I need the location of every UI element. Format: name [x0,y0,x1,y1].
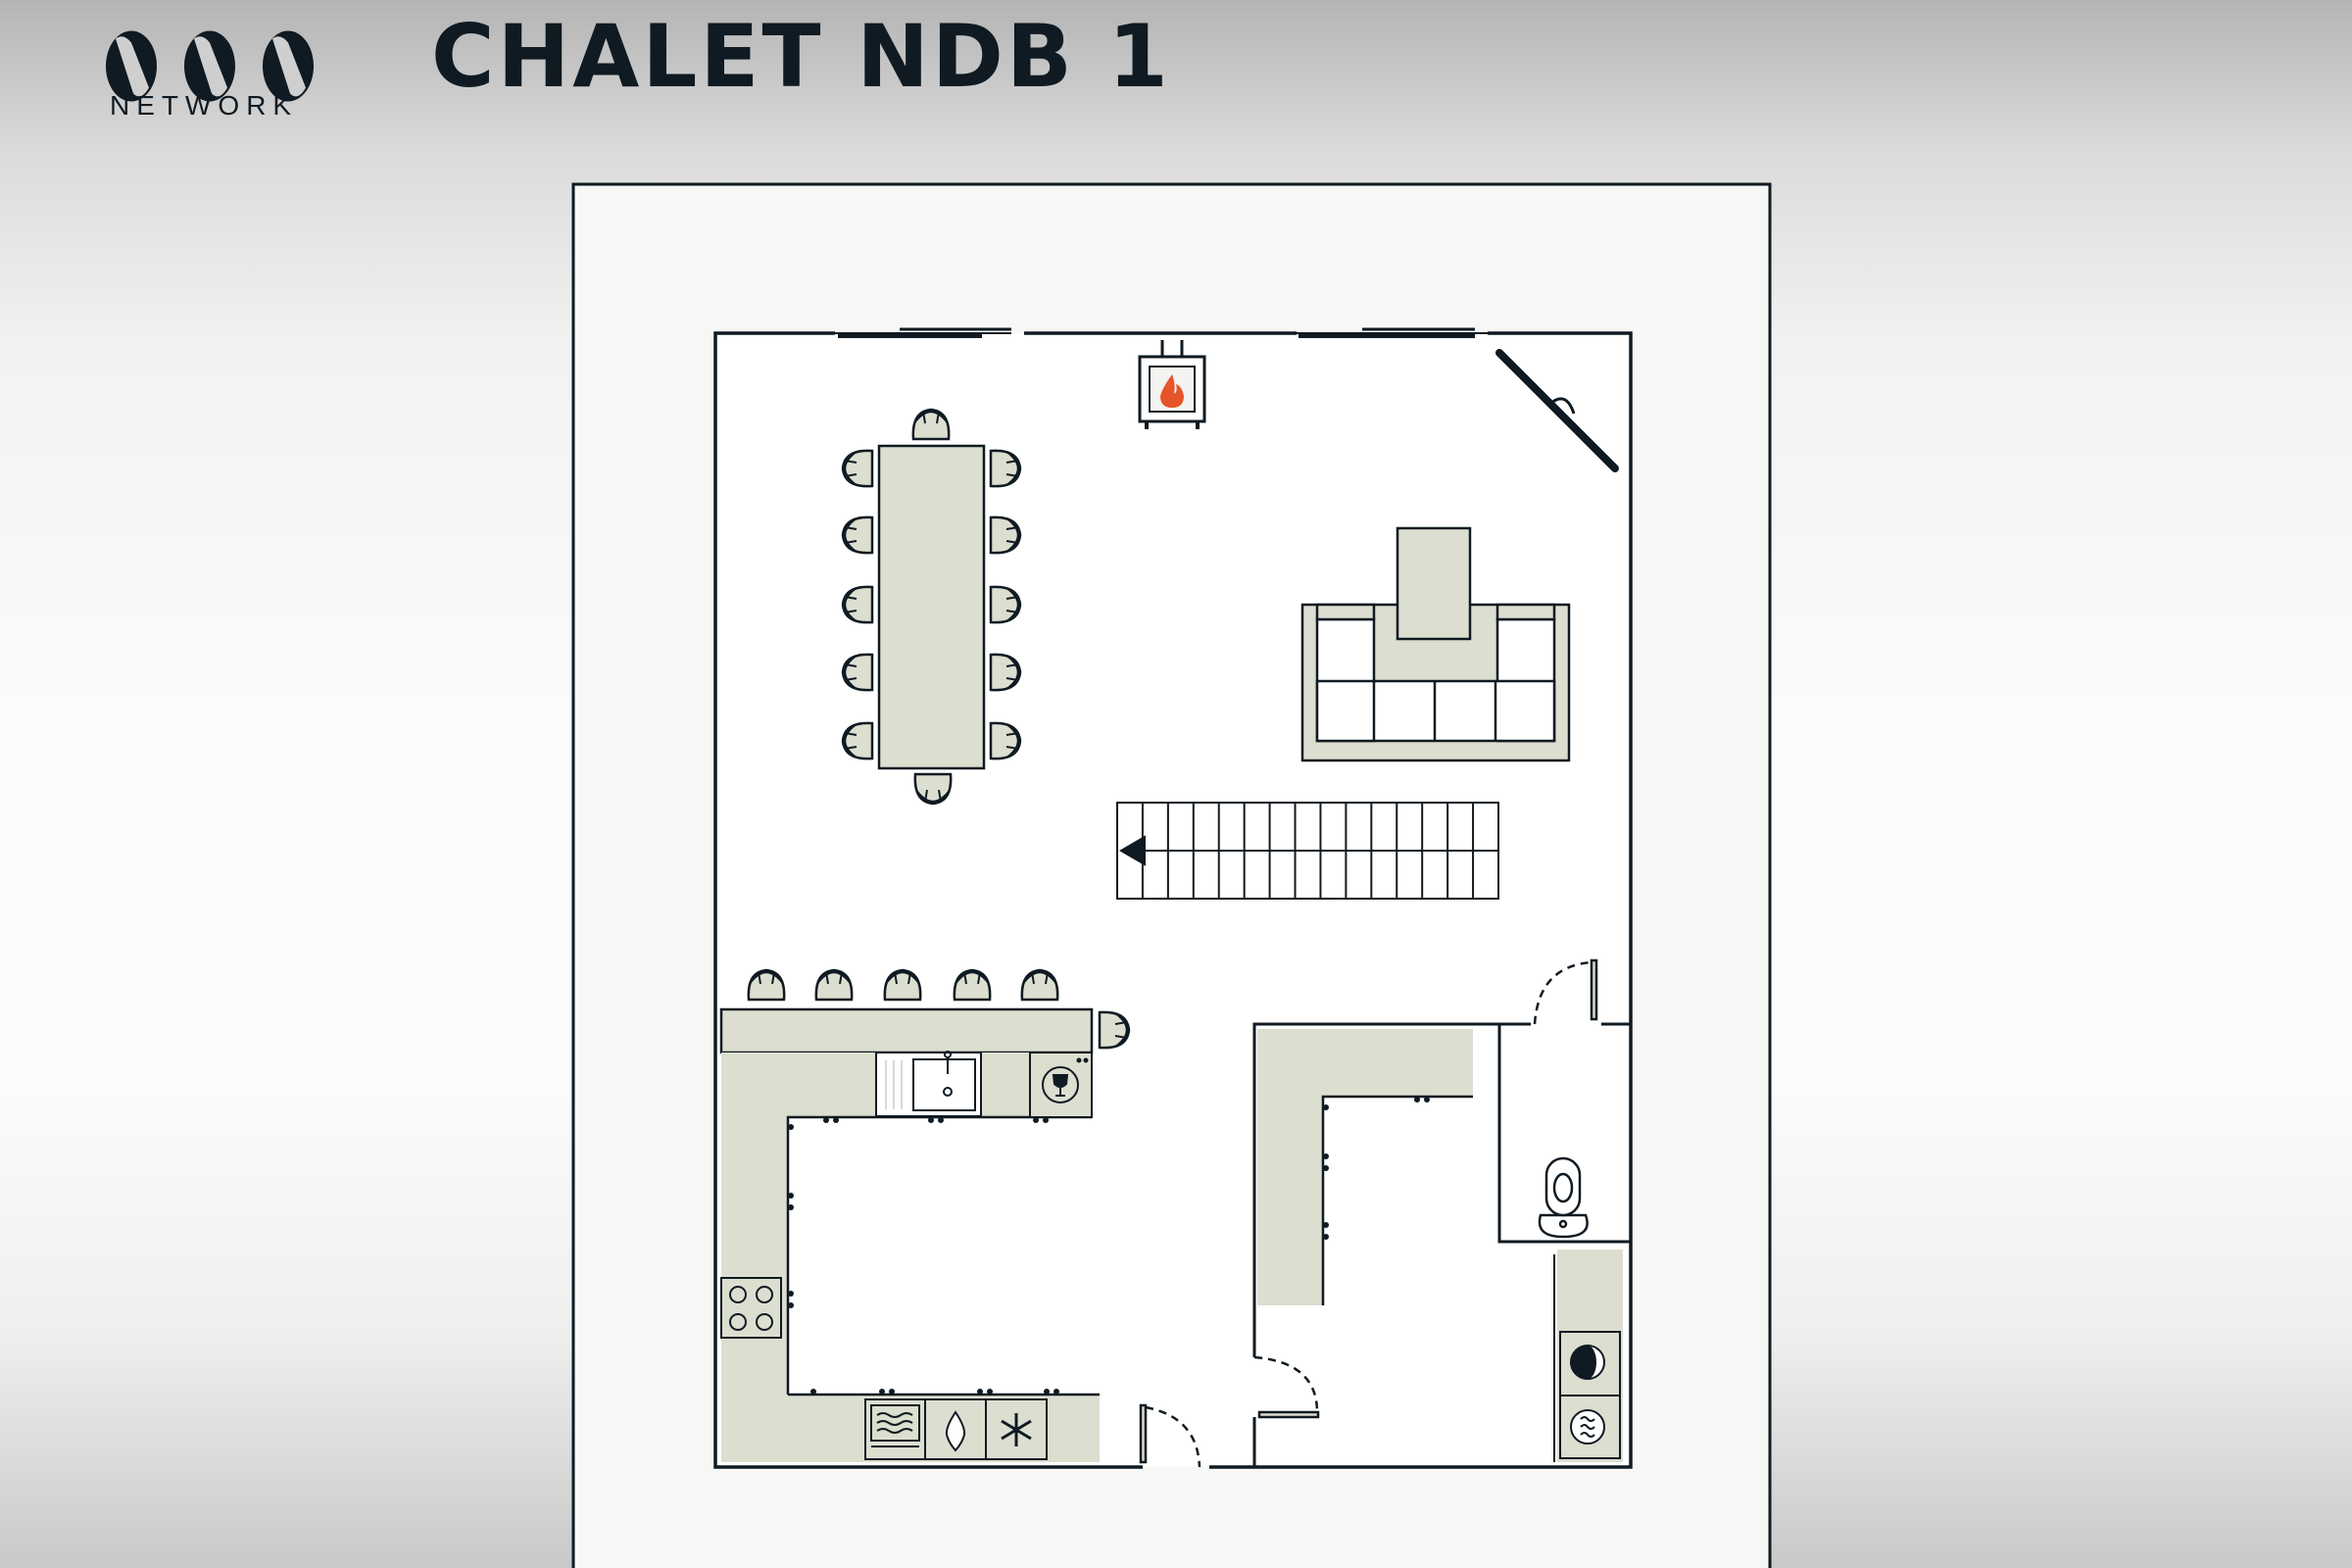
door-icon [1139,958,1598,1468]
room-floor [715,333,1631,1467]
toilet-icon [1538,1156,1589,1239]
hob-icon [720,1277,782,1339]
fireplace-icon [1138,340,1206,429]
sofa [1300,603,1571,762]
dryer-icon [1559,1331,1621,1396]
wine-fridge-icon [1029,1052,1093,1118]
washing-machine-icon [1559,1395,1621,1459]
freezer-icon [985,1398,1048,1460]
bar-counter [719,968,1131,1054]
sink-icon [875,1051,982,1117]
counter-l-shape [1257,1029,1473,1305]
logo-wordmark: NETWORK [110,90,299,121]
outer-walls [713,327,1633,1469]
staircase [1116,802,1499,900]
dining-table [841,408,1022,806]
tv-icon [1495,349,1619,472]
brand-logo [106,30,314,102]
oven-icon [864,1398,926,1460]
page-title: CHALET NDB 1 [431,6,1171,107]
coffee-table [1396,526,1472,641]
interior-walls [1252,1022,1631,1467]
dishwasher-icon [924,1398,987,1460]
